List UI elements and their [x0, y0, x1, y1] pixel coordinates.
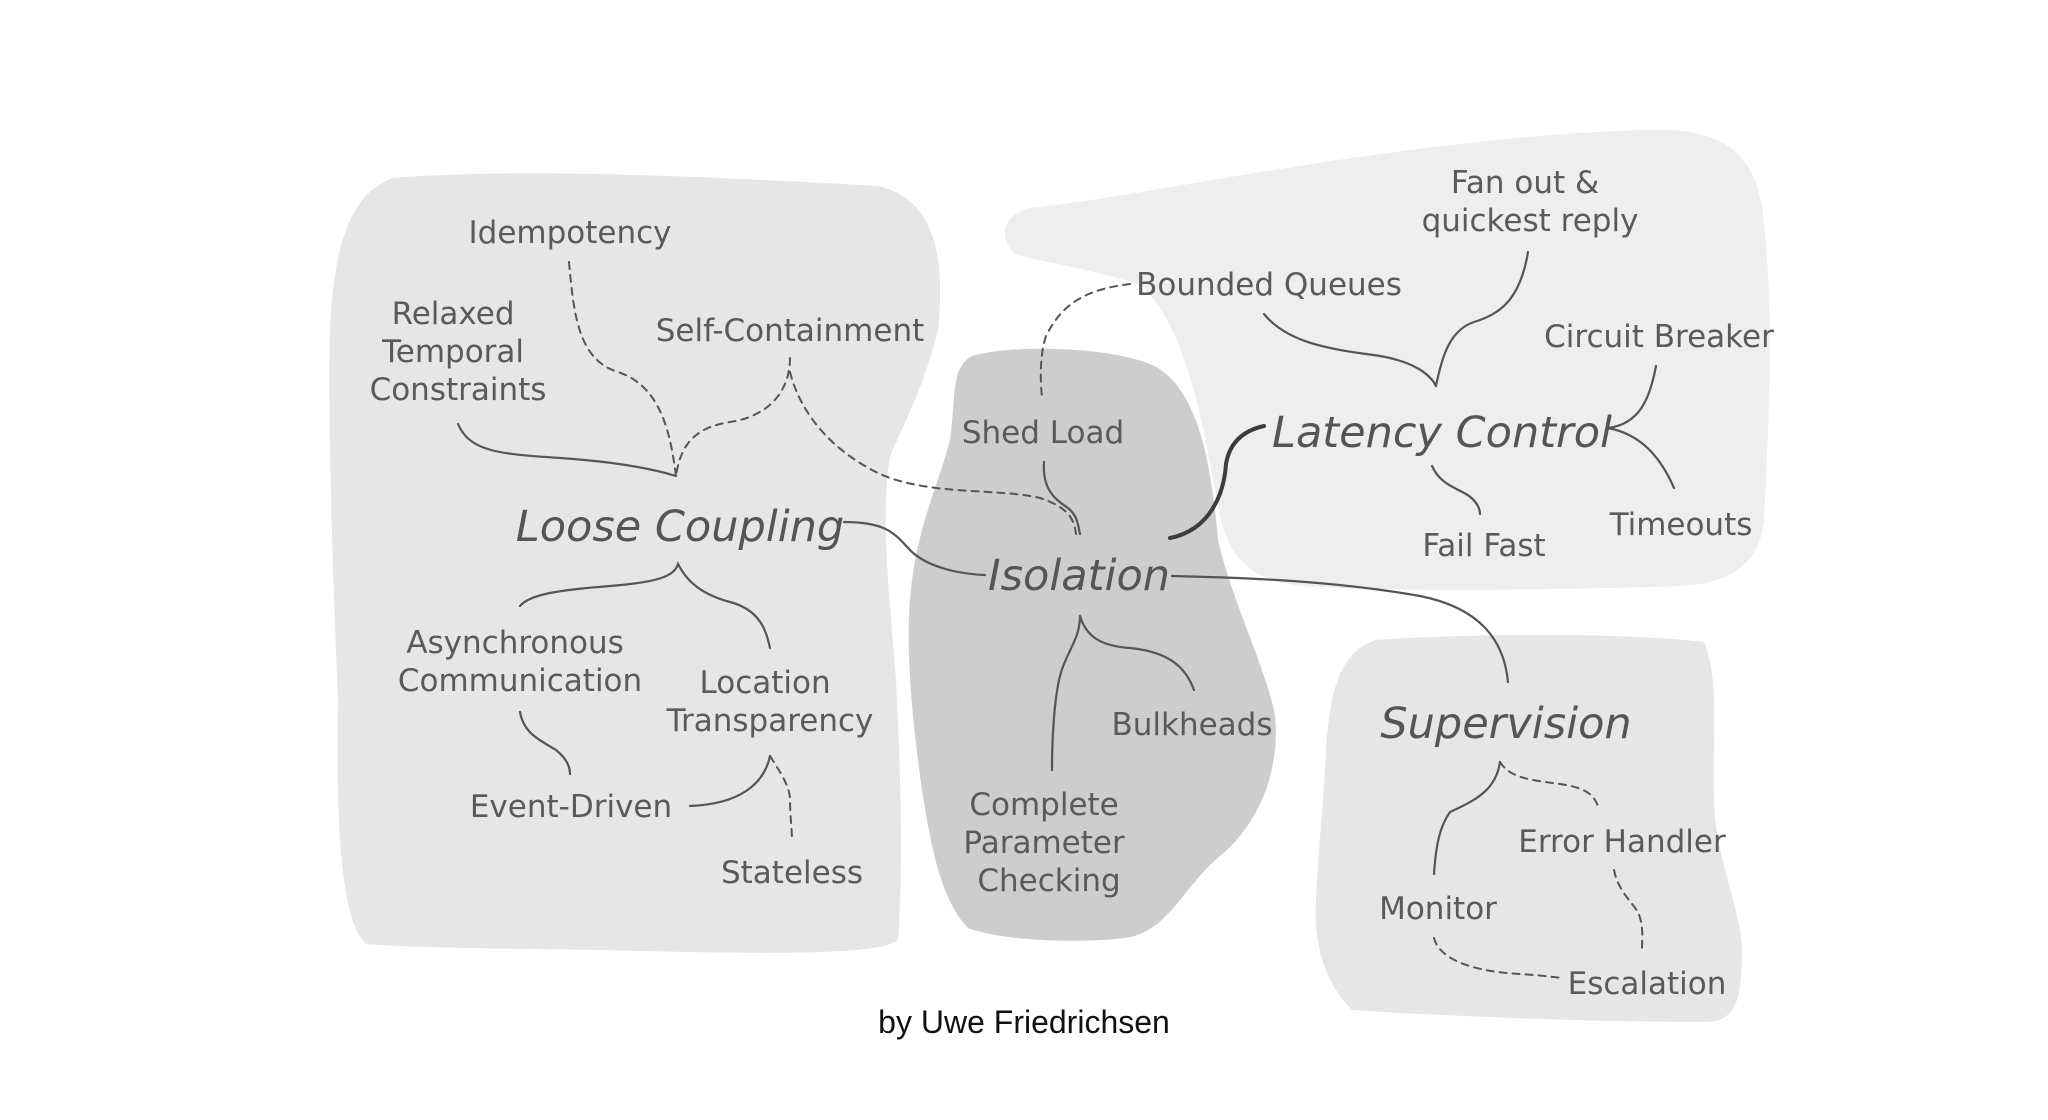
hub-isolation: Isolation	[988, 551, 1170, 601]
node-bulkheads: Bulkheads	[1111, 707, 1272, 743]
edge-monitor-to-escalation	[1433, 937, 1563, 979]
node-relaxed-temporal-constraints: Relaxed Temporal Constraints	[370, 296, 547, 408]
node-fail-fast: Fail Fast	[1422, 528, 1545, 564]
edge-latency-control-to-fail-fast	[1430, 464, 1482, 516]
node-complete-parameter-checking-line-2: Parameter	[963, 825, 1125, 861]
node-shed-load: Shed Load	[962, 415, 1124, 451]
node-asynchronous-communication: Asynchronous Communication	[398, 625, 642, 699]
node-asynchronous-communication-line-2: Communication	[398, 663, 642, 699]
node-fan-out-quickest-reply-line-1: Fan out &	[1451, 165, 1599, 201]
hub-supervision: Supervision	[1380, 699, 1631, 749]
node-escalation: Escalation	[1568, 966, 1727, 1002]
edge-self-containment-to-isolation	[789, 371, 1077, 535]
node-fan-out-quickest-reply: Fan out & quickest reply	[1422, 165, 1639, 239]
edge-shed-load-to-isolation	[1042, 460, 1082, 536]
edge-self-containment-to-loose-coupling	[675, 357, 791, 477]
node-location-transparency: Location Transparency	[666, 665, 874, 739]
edge-bounded-queues-to-latency-control	[1262, 312, 1438, 388]
node-relaxed-temporal-constraints-line-2: Temporal	[381, 334, 524, 370]
node-bounded-queues: Bounded Queues	[1136, 267, 1402, 303]
edge-loose-coupling-to-isolation	[842, 520, 987, 577]
hub-loose-coupling: Loose Coupling	[516, 502, 844, 552]
region-supervision	[1315, 635, 1742, 1022]
node-relaxed-temporal-constraints-line-3: Constraints	[370, 372, 547, 408]
region-loose-coupling	[329, 173, 941, 953]
node-complete-parameter-checking-line-3: Checking	[977, 863, 1120, 899]
node-complete-parameter-checking-line-1: Complete	[969, 787, 1118, 823]
edge-supervision-to-error-handler	[1499, 761, 1599, 807]
node-timeouts: Timeouts	[1609, 507, 1753, 543]
node-relaxed-temporal-constraints-line-1: Relaxed	[392, 296, 515, 332]
region-isolation	[908, 348, 1276, 941]
edge-error-handler-to-escalation	[1613, 869, 1644, 949]
edge-isolation-to-supervision	[1170, 574, 1510, 684]
node-error-handler: Error Handler	[1518, 824, 1726, 860]
edge-relaxed-temporal-to-loose-coupling	[456, 422, 678, 478]
node-event-driven: Event-Driven	[470, 789, 672, 825]
node-idempotency: Idempotency	[469, 215, 672, 251]
hub-latency-control: Latency Control	[1272, 408, 1612, 458]
edge-latency-control-to-timeouts	[1606, 426, 1676, 490]
region-latency-control	[1004, 129, 1770, 590]
node-stateless: Stateless	[721, 855, 863, 891]
node-asynchronous-communication-line-1: Asynchronous	[406, 625, 623, 661]
node-monitor: Monitor	[1379, 891, 1497, 927]
node-fan-out-quickest-reply-line-2: quickest reply	[1422, 203, 1639, 239]
edge-latency-control-to-circuit-breaker	[1606, 364, 1658, 430]
edge-event-driven-to-location	[688, 754, 772, 808]
edge-isolation-to-complete-parameter	[1050, 614, 1082, 772]
edge-bounded-queues-to-shed-load	[1039, 283, 1131, 399]
edge-isolation-to-latency-control	[1168, 424, 1266, 540]
author-credit: by Uwe Friedrichsen	[878, 1004, 1170, 1040]
edge-location-to-stateless	[769, 755, 793, 843]
node-location-transparency-line-1: Location	[700, 665, 831, 701]
node-self-containment: Self-Containment	[656, 313, 925, 349]
node-complete-parameter-checking: Complete Parameter Checking	[963, 787, 1134, 899]
node-circuit-breaker: Circuit Breaker	[1544, 319, 1774, 355]
edge-async-to-event-driven	[518, 710, 572, 776]
edge-loose-coupling-to-children	[518, 561, 772, 650]
edge-isolation-to-bulkheads	[1078, 614, 1196, 692]
edge-supervision-to-monitor	[1432, 760, 1502, 876]
node-location-transparency-line-2: Transparency	[666, 703, 874, 739]
edge-idempotency-to-loose-coupling	[568, 261, 677, 477]
edge-fan-out-to-latency-control	[1434, 250, 1530, 388]
